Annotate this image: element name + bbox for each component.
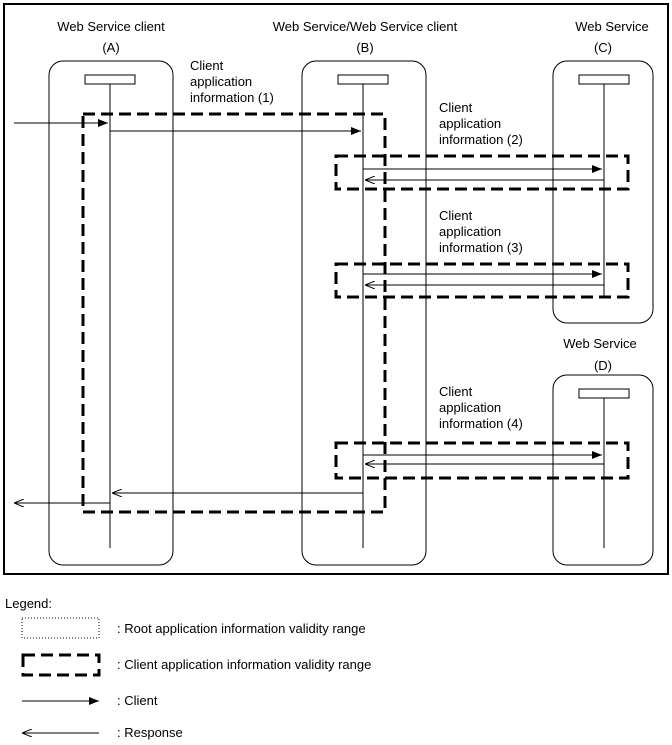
label-info-3: Client application information (3): [439, 208, 523, 255]
label-info-1: Client application information (1): [190, 58, 274, 105]
lifeline-head-a: [84, 74, 136, 85]
service-c-title: Web Service: [575, 19, 648, 34]
service-d-box: [552, 374, 654, 566]
legend-response-label: : Response: [117, 725, 183, 740]
client-range-4: [334, 441, 630, 480]
service-b-title: Web Service/Web Service client: [273, 19, 458, 34]
legend-title: Legend:: [5, 596, 52, 611]
label-info-2: Client application information (2): [439, 100, 523, 147]
service-d-title: Web Service: [563, 336, 636, 351]
legend-client-range-swatch: [21, 653, 101, 677]
legend-client-range-label: : Client application information validit…: [117, 657, 371, 672]
lifeline-head-c: [578, 74, 630, 85]
client-range-3: [334, 262, 630, 299]
service-c-id: (C): [594, 40, 612, 55]
label-info-4: Client application information (4): [439, 384, 523, 431]
service-a-box: [48, 60, 174, 566]
legend-root-range-swatch: [21, 617, 100, 639]
lifeline-head-b: [337, 74, 389, 85]
service-d-id: (D): [594, 358, 612, 373]
lifeline-head-d: [578, 388, 630, 399]
service-a-id: (A): [102, 40, 119, 55]
service-c-box: [552, 60, 654, 324]
client-range-1: [81, 112, 387, 514]
service-a-title: Web Service client: [57, 19, 165, 34]
legend-root-range-label: : Root application information validity …: [117, 621, 366, 636]
legend-client-label: : Client: [117, 693, 158, 708]
service-b-box: [301, 60, 427, 566]
diagram-frame: [3, 3, 669, 575]
service-b-id: (B): [356, 40, 373, 55]
client-range-2: [334, 154, 630, 191]
